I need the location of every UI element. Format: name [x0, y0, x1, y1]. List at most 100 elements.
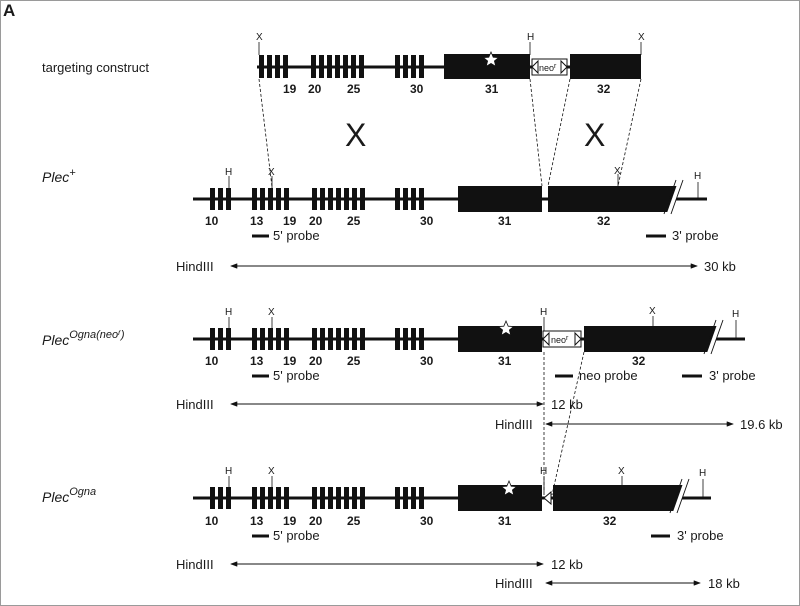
- neo-allele-loxp-right-icon: [574, 331, 582, 347]
- neo-allele-size-1: 12 kb: [551, 397, 583, 412]
- allele-ogna: PlecOgna H X H X H 10 13: [42, 466, 740, 591]
- wt-site-xba-2: X: [614, 166, 621, 177]
- neo-allele-exon-label-31: 31: [498, 354, 512, 368]
- ogna-exons-13-19: [252, 487, 289, 509]
- construct-exon-32: [570, 54, 641, 79]
- excision-lines: [543, 351, 585, 496]
- neo-allele-label: PlecOgna(neor): [42, 328, 125, 348]
- neo-allele-exons-30: [395, 328, 424, 350]
- ogna-exon-label-30: 30: [420, 514, 434, 528]
- ogna-site-hind-2: H: [540, 466, 547, 477]
- neo-allele-exons-13-19: [252, 328, 289, 350]
- loxp-right-icon: [560, 59, 568, 75]
- wt-exon-label-32: 32: [597, 214, 611, 228]
- crossover-x-right: X: [584, 117, 605, 153]
- ogna-exon-label-20: 20: [309, 514, 323, 528]
- ogna-exon-label-13: 13: [250, 514, 264, 528]
- wt-probe-3-label: 3' probe: [672, 228, 719, 243]
- ogna-exons-10: [210, 487, 231, 509]
- wt-exons-20-25: [312, 188, 365, 210]
- ogna-exon-label-32: 32: [603, 514, 617, 528]
- wt-probe-5-label: 5' probe: [273, 228, 320, 243]
- neo-allele-exons-10: [210, 328, 231, 350]
- wt-break-icon: [663, 179, 677, 215]
- ogna-break-icon: [669, 478, 683, 514]
- ogna-size-2: 18 kb: [708, 576, 740, 591]
- ogna-exon-31: [458, 485, 542, 511]
- neo-allele-enzyme-1: HindIII: [176, 397, 214, 412]
- ogna-star-icon: [500, 479, 518, 497]
- mutation-star-icon: [482, 50, 500, 68]
- neo-allele-probe-neo-label: neo probe: [579, 368, 638, 383]
- allele-wild-type: Plec+ H X X H 10 13 19 20 25 30: [42, 166, 736, 274]
- ogna-exon-label-19: 19: [283, 514, 297, 528]
- construct-exon-label-30: 30: [410, 82, 424, 96]
- ogna-exons-30: [395, 487, 424, 509]
- construct-exon-label-32: 32: [597, 82, 611, 96]
- allele-ogna-neo: PlecOgna(neor) neor H X H: [42, 306, 783, 432]
- neo-allele-probe-5-label: 5' probe: [273, 368, 320, 383]
- wt-exon-label-31: 31: [498, 214, 512, 228]
- loxp-left-icon: [531, 59, 539, 75]
- neo-allele-size-2: 19.6 kb: [740, 417, 783, 432]
- wt-site-hind-2: H: [694, 171, 701, 182]
- wt-enzyme-label: HindIII: [176, 259, 214, 274]
- wt-exon-label-20: 20: [309, 214, 323, 228]
- ogna-enzyme-2: HindIII: [495, 576, 533, 591]
- wt-site-xba-1: X: [268, 167, 275, 178]
- neo-allele-exon-label-25: 25: [347, 354, 361, 368]
- neo-allele-neo-text: neor: [551, 335, 569, 345]
- wt-break-gap: [666, 181, 682, 217]
- construct-exon-label-25: 25: [347, 82, 361, 96]
- ogna-exon-label-25: 25: [347, 514, 361, 528]
- wt-exons-13-19: [252, 188, 289, 210]
- neo-allele-exons-20-25: [312, 328, 365, 350]
- construct-site-hind: H: [527, 32, 534, 43]
- neo-allele-star-icon: [497, 319, 515, 337]
- neo-allele-exon-label-32: 32: [632, 354, 646, 368]
- neo-allele-probe-3-label: 3' probe: [709, 368, 756, 383]
- construct-neo-text: neor: [539, 63, 557, 73]
- ogna-probe-3-label: 3' probe: [677, 528, 724, 543]
- wt-exon-label-10: 10: [205, 214, 219, 228]
- construct-exon-label-31: 31: [485, 82, 499, 96]
- wt-label: Plec+: [42, 167, 76, 185]
- construct-exons-19: [259, 55, 288, 78]
- wt-exon-label-19: 19: [283, 214, 297, 228]
- crossover-lines: [258, 78, 642, 188]
- neo-allele-neo-cassette: neor: [542, 330, 582, 348]
- neo-allele-exon-32: [584, 326, 718, 352]
- wt-exon-label-25: 25: [347, 214, 361, 228]
- ogna-label: PlecOgna: [42, 486, 96, 505]
- wt-exon-label-30: 30: [420, 214, 434, 228]
- ogna-site-xba-2: X: [618, 466, 625, 477]
- neo-allele-site-xba-1: X: [268, 307, 275, 318]
- wt-exons-10: [210, 188, 231, 210]
- ogna-loxp-icon: [543, 490, 552, 506]
- ogna-enzyme-1: HindIII: [176, 557, 214, 572]
- construct-exon-label-19: 19: [283, 82, 297, 96]
- neo-allele-site-hind-1: H: [225, 307, 232, 318]
- construct-label: targeting construct: [42, 60, 149, 75]
- construct-exons-30: [395, 55, 424, 78]
- neo-allele-exon-label-30: 30: [420, 354, 434, 368]
- ogna-site-hind-3: H: [699, 468, 706, 479]
- ogna-site-xba-1: X: [268, 466, 275, 477]
- ogna-size-1: 12 kb: [551, 557, 583, 572]
- construct-exons-20-25: [311, 55, 364, 78]
- construct-site-xba-2: X: [638, 32, 645, 43]
- wt-exon-31: [458, 186, 542, 212]
- ogna-exon-label-31: 31: [498, 514, 512, 528]
- crossover-x-left: X: [345, 117, 366, 153]
- ogna-probe-5-label: 5' probe: [273, 528, 320, 543]
- targeting-construct: targeting construct neor X H X 19 20: [42, 32, 645, 96]
- neo-allele-exon-label-10: 10: [205, 354, 219, 368]
- wt-exon-32: [548, 186, 678, 212]
- neo-allele-exon-label-13: 13: [250, 354, 264, 368]
- wt-exon-label-13: 13: [250, 214, 264, 228]
- wt-exons-30: [395, 188, 424, 210]
- neo-allele-loxp-left-icon: [542, 331, 550, 347]
- construct-neo-cassette: neor: [531, 58, 568, 76]
- neo-allele-site-hind-2: H: [540, 307, 547, 318]
